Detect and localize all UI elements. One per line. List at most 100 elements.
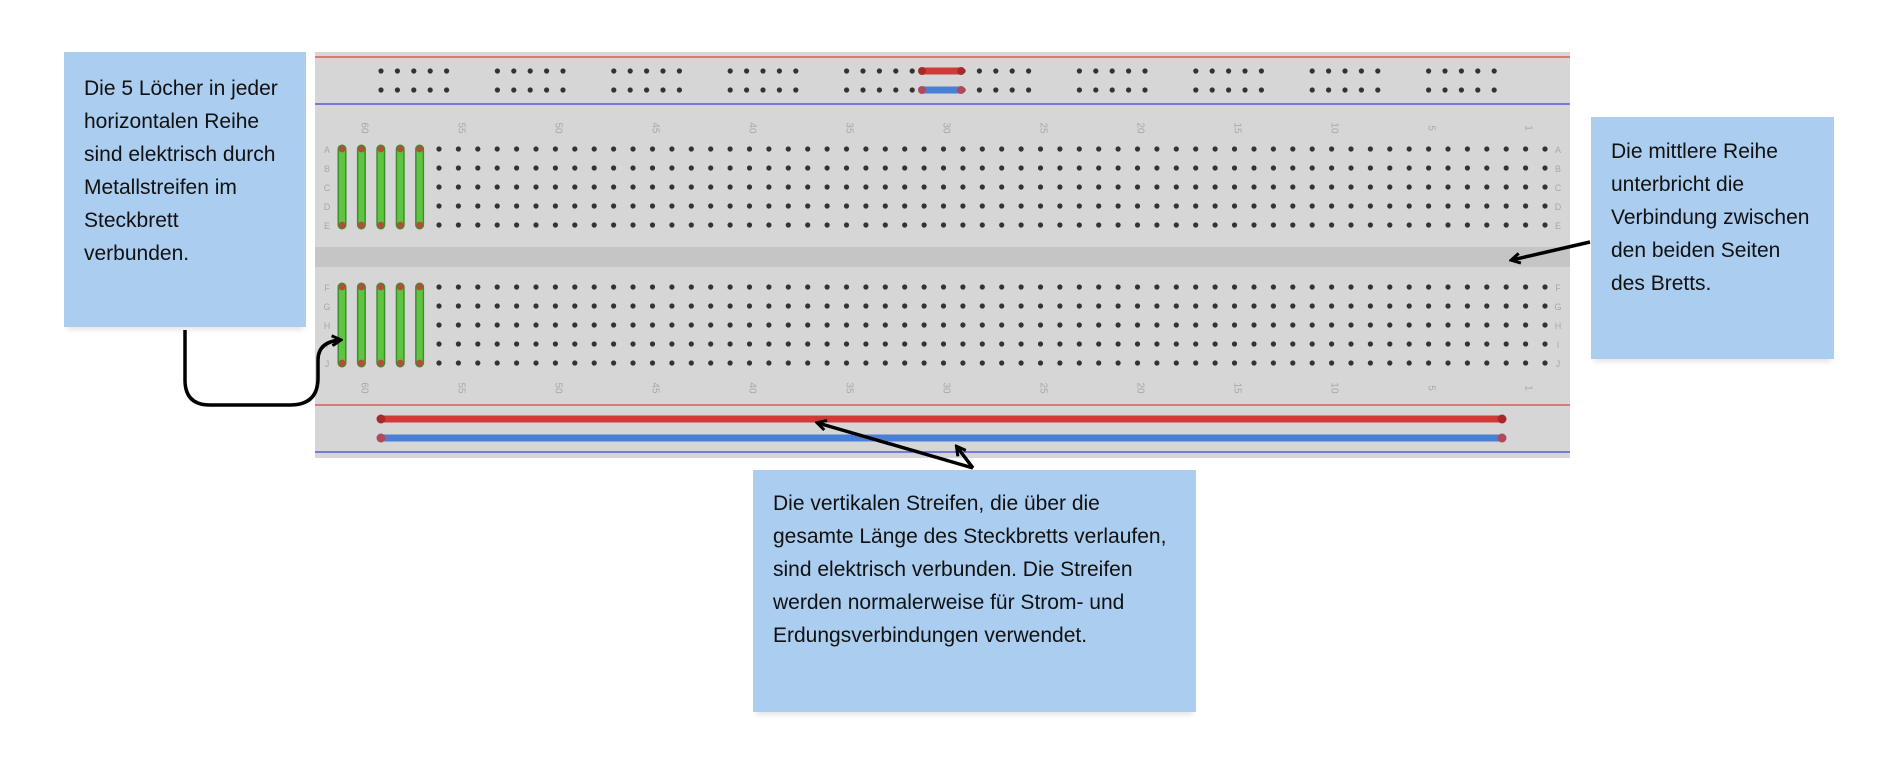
terminal-hole bbox=[1115, 284, 1121, 290]
terminal-hole bbox=[688, 360, 694, 366]
terminal-hole bbox=[766, 284, 772, 290]
terminal-hole bbox=[1387, 341, 1393, 347]
terminal-hole bbox=[1309, 165, 1315, 171]
terminal-hole bbox=[843, 184, 850, 190]
green-strip-end bbox=[377, 283, 385, 291]
terminal-hole bbox=[1523, 284, 1529, 290]
annotation-power-rails: Die vertikalen Streifen, die über die ge… bbox=[753, 470, 1196, 712]
terminal-hole bbox=[824, 322, 830, 328]
rail-hole bbox=[644, 68, 650, 74]
terminal-hole bbox=[824, 303, 830, 309]
rail-hole bbox=[611, 87, 617, 93]
top-rail-red-highlight-end bbox=[918, 67, 926, 75]
terminal-hole bbox=[591, 303, 597, 309]
terminal-hole bbox=[979, 322, 985, 328]
terminal-hole bbox=[475, 184, 481, 190]
terminal-hole bbox=[1018, 360, 1024, 366]
green-strip-end bbox=[396, 359, 404, 367]
terminal-hole bbox=[1057, 165, 1063, 171]
right-annotation-arrow bbox=[1512, 240, 1591, 260]
terminal-hole bbox=[1057, 184, 1063, 190]
terminal-hole bbox=[727, 222, 733, 228]
rail-hole bbox=[1242, 87, 1248, 93]
terminal-hole bbox=[727, 184, 733, 190]
terminal-hole bbox=[1096, 284, 1102, 290]
terminal-hole bbox=[436, 184, 442, 190]
terminal-hole bbox=[1251, 284, 1257, 290]
rail-hole bbox=[1009, 87, 1015, 93]
terminal-hole bbox=[766, 341, 772, 347]
terminal-hole bbox=[1503, 146, 1509, 152]
terminal-hole bbox=[863, 184, 869, 190]
rail-hole bbox=[993, 87, 999, 93]
terminal-hole bbox=[436, 146, 442, 152]
terminal-hole bbox=[1173, 360, 1179, 366]
rail-hole bbox=[427, 87, 433, 93]
terminal-hole bbox=[436, 360, 442, 366]
terminal-hole bbox=[1018, 203, 1024, 209]
terminal-hole bbox=[1096, 322, 1102, 328]
row-letter-label: A bbox=[324, 145, 330, 155]
rail-hole bbox=[1242, 68, 1248, 74]
terminal-hole bbox=[1270, 184, 1276, 190]
terminal-hole bbox=[475, 303, 481, 309]
terminal-hole bbox=[708, 184, 714, 190]
terminal-hole bbox=[1212, 184, 1218, 190]
terminal-hole bbox=[746, 203, 753, 209]
terminal-hole bbox=[1154, 303, 1160, 309]
terminal-hole bbox=[1096, 203, 1102, 209]
terminal-hole bbox=[979, 146, 985, 152]
terminal-hole bbox=[1076, 165, 1082, 171]
terminal-hole bbox=[999, 165, 1005, 171]
terminal-hole bbox=[1542, 341, 1548, 347]
terminal-hole bbox=[1406, 184, 1412, 190]
terminal-hole bbox=[630, 341, 636, 347]
rail-hole bbox=[378, 87, 384, 93]
terminal-hole bbox=[1367, 341, 1373, 347]
terminal-hole bbox=[688, 165, 694, 171]
rail-hole bbox=[627, 68, 633, 74]
terminal-hole bbox=[1542, 146, 1548, 152]
terminal-hole bbox=[1270, 303, 1276, 309]
terminal-hole bbox=[494, 222, 500, 228]
terminal-holes bbox=[339, 146, 1548, 366]
terminal-hole bbox=[669, 360, 675, 366]
terminal-hole bbox=[436, 341, 442, 347]
terminal-hole bbox=[611, 222, 617, 228]
terminal-hole bbox=[552, 222, 559, 228]
terminal-hole bbox=[1387, 222, 1393, 228]
terminal-hole bbox=[1231, 184, 1238, 190]
terminal-hole bbox=[1134, 184, 1141, 190]
terminal-hole bbox=[727, 303, 733, 309]
rail-hole bbox=[744, 68, 750, 74]
rail-hole bbox=[1142, 68, 1148, 74]
terminal-hole bbox=[475, 284, 481, 290]
terminal-hole bbox=[785, 360, 791, 366]
terminal-hole bbox=[1057, 203, 1063, 209]
row-letter-label: H bbox=[324, 321, 331, 331]
green-strip-end bbox=[338, 221, 346, 229]
terminal-hole bbox=[533, 284, 539, 290]
terminal-hole bbox=[572, 203, 578, 209]
rail-hole bbox=[1342, 68, 1348, 74]
terminal-hole bbox=[1503, 322, 1509, 328]
terminal-hole bbox=[1523, 341, 1529, 347]
terminal-hole bbox=[649, 303, 656, 309]
green-strip-end bbox=[416, 145, 424, 153]
terminal-hole bbox=[1018, 322, 1024, 328]
terminal-hole bbox=[921, 146, 927, 152]
rail-hole bbox=[744, 87, 750, 93]
terminal-hole bbox=[1348, 203, 1354, 209]
terminal-hole bbox=[1309, 184, 1315, 190]
column-number-label: 1 bbox=[1523, 385, 1534, 391]
terminal-hole bbox=[1096, 184, 1102, 190]
terminal-hole bbox=[1348, 284, 1354, 290]
terminal-hole bbox=[688, 303, 694, 309]
rail-hole bbox=[1458, 68, 1464, 74]
terminal-hole bbox=[863, 222, 869, 228]
terminal-hole bbox=[1154, 284, 1160, 290]
terminal-hole bbox=[1348, 165, 1354, 171]
rail-hole bbox=[1026, 68, 1032, 74]
terminal-hole bbox=[1464, 146, 1470, 152]
